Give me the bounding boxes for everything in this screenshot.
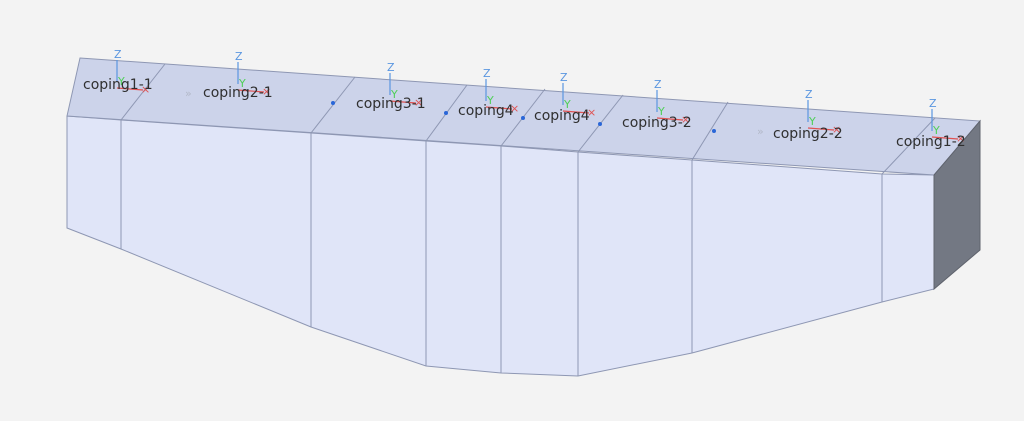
y-axis-label: Y [238, 77, 246, 90]
x-axis-line [485, 106, 513, 110]
segment-divider-top [691, 101, 729, 161]
x-axis-line [389, 100, 417, 104]
segment-label[interactable]: coping4 [458, 103, 514, 119]
z-axis-label: Z [235, 50, 243, 63]
y-axis-label: Y [932, 124, 940, 137]
x-axis-arrow-icon: × [141, 83, 150, 96]
x-axis-line [237, 89, 265, 93]
z-axis-label: Z [114, 48, 122, 61]
segment-label[interactable]: coping4 [534, 108, 590, 124]
coordinate-triad: Z × Y [114, 48, 150, 96]
y-axis-label: Y [563, 98, 571, 111]
x-axis-arrow-icon: × [832, 123, 841, 136]
x-axis-line [656, 117, 684, 121]
segment-label[interactable]: coping1-1 [83, 77, 153, 93]
segment-divider-top [120, 63, 166, 121]
x-axis-arrow-icon: × [956, 132, 965, 145]
reference-point[interactable] [331, 101, 335, 105]
z-axis-label: Z [805, 88, 813, 101]
z-axis-label: Z [387, 61, 395, 74]
reference-point[interactable] [521, 116, 525, 120]
reference-point[interactable] [712, 129, 716, 133]
segment-label[interactable]: coping3-2 [622, 115, 692, 131]
end-face[interactable] [933, 119, 981, 291]
coordinate-triad: Z × Y [654, 78, 690, 126]
coordinate-triad: Z × Y [929, 97, 965, 145]
x-axis-arrow-icon: × [262, 85, 271, 98]
z-axis-label: Z [483, 67, 491, 80]
z-axis-label: Z [929, 97, 937, 110]
coordinate-triad: Z × Y [483, 67, 519, 115]
segment-label[interactable]: coping2-1 [203, 85, 273, 101]
x-axis-line [562, 110, 590, 114]
y-axis-label: Y [657, 105, 665, 118]
y-axis-label: Y [390, 88, 398, 101]
x-axis-line [116, 87, 144, 91]
segment-label[interactable]: coping1-2 [896, 134, 966, 150]
x-axis-arrow-icon: × [681, 113, 690, 126]
z-axis-label: Z [654, 78, 662, 91]
segment-divider-top [881, 117, 936, 175]
reference-point[interactable] [444, 111, 448, 115]
y-axis-label: Y [486, 94, 494, 107]
coordinate-triad: Z × Y [387, 61, 423, 109]
y-axis-label: Y [117, 75, 125, 88]
segment-label[interactable]: coping3-1 [356, 96, 426, 112]
segment-label[interactable]: coping2-2 [773, 126, 843, 142]
coordinate-triad: Z × Y [560, 71, 596, 119]
x-axis-arrow-icon: × [414, 96, 423, 109]
x-axis-arrow-icon: × [510, 102, 519, 115]
coordinate-triad: Z × Y [235, 50, 271, 98]
direction-arrow-icon: » [757, 125, 764, 138]
direction-arrow-icon: » [185, 87, 192, 100]
coordinate-triad: Z × Y [805, 88, 841, 136]
reference-point[interactable] [598, 122, 602, 126]
y-axis-label: Y [808, 115, 816, 128]
z-axis-label: Z [560, 71, 568, 84]
x-axis-arrow-icon: × [587, 106, 596, 119]
x-axis-line [807, 127, 835, 131]
x-axis-line [931, 136, 959, 140]
